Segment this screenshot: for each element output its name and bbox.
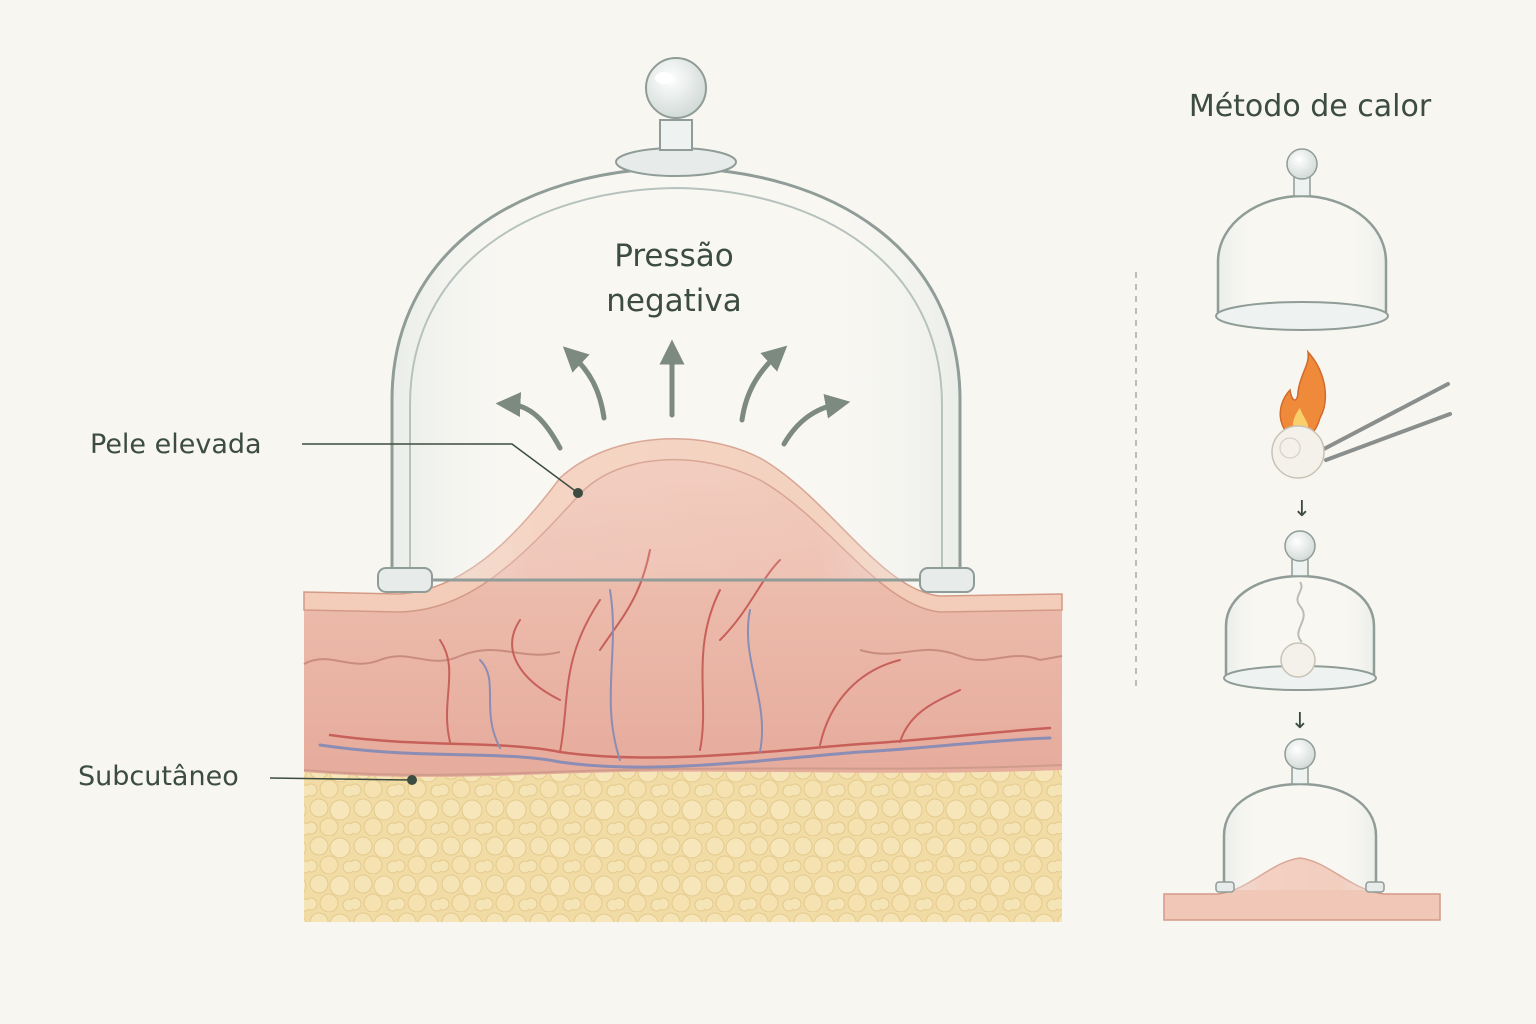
- raised-skin-label: Pele elevada: [90, 429, 262, 460]
- step3-cup-knob: [1284, 530, 1316, 562]
- step4-rim-left: [1215, 881, 1235, 893]
- subcutaneous-label: Subcutâneo: [78, 761, 239, 792]
- step-arrow-2: ↓: [1291, 709, 1309, 734]
- artery-main: [328, 726, 1052, 759]
- step1-cup-dome: [1216, 194, 1388, 317]
- suction-arrows: [495, 339, 851, 451]
- blood-vessels: [318, 549, 1052, 769]
- cotton-ball-texture: [1279, 437, 1301, 459]
- cup-neck: [659, 119, 693, 151]
- cup-knob: [645, 57, 707, 119]
- step4-rim-right: [1365, 881, 1385, 893]
- suction-arrow-2: [562, 346, 607, 421]
- raised-skin-leader: [302, 443, 579, 494]
- suction-arrow-1: [495, 392, 563, 451]
- subcutaneous-leader: [269, 777, 411, 781]
- step-arrow-1: ↓: [1293, 497, 1311, 522]
- cup-dome: [390, 166, 962, 582]
- step1-cup-rim: [1215, 301, 1389, 331]
- cotton-ball-icon: [1271, 425, 1325, 479]
- step1-empty-cup: [1215, 148, 1389, 331]
- glass-cup-main: [377, 57, 975, 593]
- subcutaneous-leader-dot: [407, 775, 417, 785]
- suction-arrow-4: [739, 345, 788, 423]
- dermis-layer: [304, 441, 1062, 777]
- step2-ignite-cotton: [1271, 349, 1452, 479]
- smoke-wisp: [1296, 581, 1305, 643]
- cup-inner-edge: [409, 186, 943, 570]
- raised-skin-leader-dot: [573, 488, 583, 498]
- negative-pressure-label-line1: Pressão: [614, 238, 734, 274]
- suction-arrow-5: [781, 393, 851, 447]
- step4-cup-dome: [1222, 782, 1378, 890]
- step4-cup-on-skin: [1163, 738, 1441, 921]
- vein-branch: [479, 589, 764, 761]
- step3-cup-with-cotton: [1223, 530, 1377, 691]
- cup-knob-highlight: [655, 72, 673, 84]
- step4-cup-knob: [1284, 738, 1316, 770]
- cup-rim-left: [377, 567, 433, 593]
- vein-main: [318, 736, 1052, 769]
- step3-cotton-ball: [1280, 642, 1316, 678]
- artery-branch: [439, 549, 961, 753]
- cup-rim-right: [919, 567, 975, 593]
- cup-neck-collar: [615, 147, 737, 177]
- step1-cup-knob: [1286, 148, 1318, 180]
- negative-pressure-label-line2: negativa: [606, 283, 742, 319]
- heat-method-title: Método de calor: [1189, 89, 1432, 124]
- flame-icon: [1279, 349, 1327, 441]
- subcutaneous-fat-layer: [304, 765, 1062, 922]
- dermis-fat-boundary: [303, 764, 1063, 776]
- tongs-icon: [1320, 382, 1452, 462]
